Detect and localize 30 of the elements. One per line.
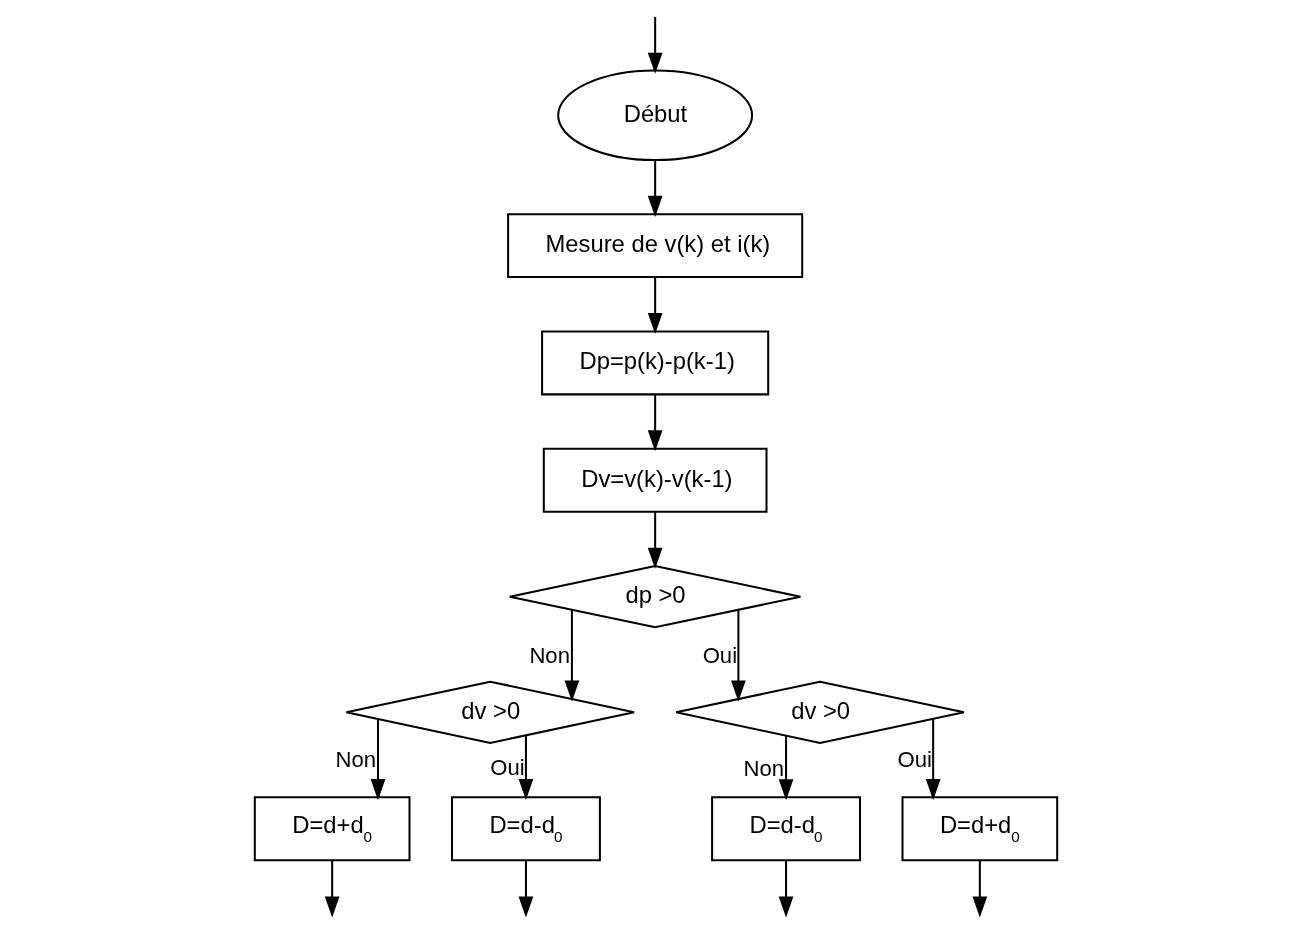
node-box: Dp=p(k)-p(k-1) [541,330,770,396]
edge-label: Non [529,643,570,669]
node-box: D=d-d$_{0}$ [451,796,601,862]
arrow [972,860,988,918]
arrow [731,609,746,702]
arrow [647,512,663,569]
node-box: D=d-d$_{0}$ [711,796,861,862]
node-diamond: dp >0 [508,565,802,629]
arrow [647,160,663,217]
node-box: D=d+d$_{0}$ [901,796,1059,862]
arrow [647,395,663,452]
edge-label: Oui [702,643,738,669]
edge-label: Oui [897,747,932,773]
arrow [564,609,580,702]
edge-label: Non [743,755,785,781]
node-box: Mesure de v(k) et i(k) [507,213,804,279]
arrow [647,16,663,74]
arrow [647,277,663,334]
edge-label: Oui [490,755,525,781]
arrow [518,735,534,801]
arrow [518,860,534,918]
node-box: D=d+d$_{0}$ [253,796,411,862]
arrow [324,860,340,918]
node-box: Dv=v(k)-v(k-1) [542,447,768,513]
arrow [370,719,386,801]
arrow [925,719,941,801]
node-ellipse: Début [557,69,754,162]
edge-label: Non [335,747,377,773]
arrow [778,860,794,918]
arrow [778,735,794,801]
